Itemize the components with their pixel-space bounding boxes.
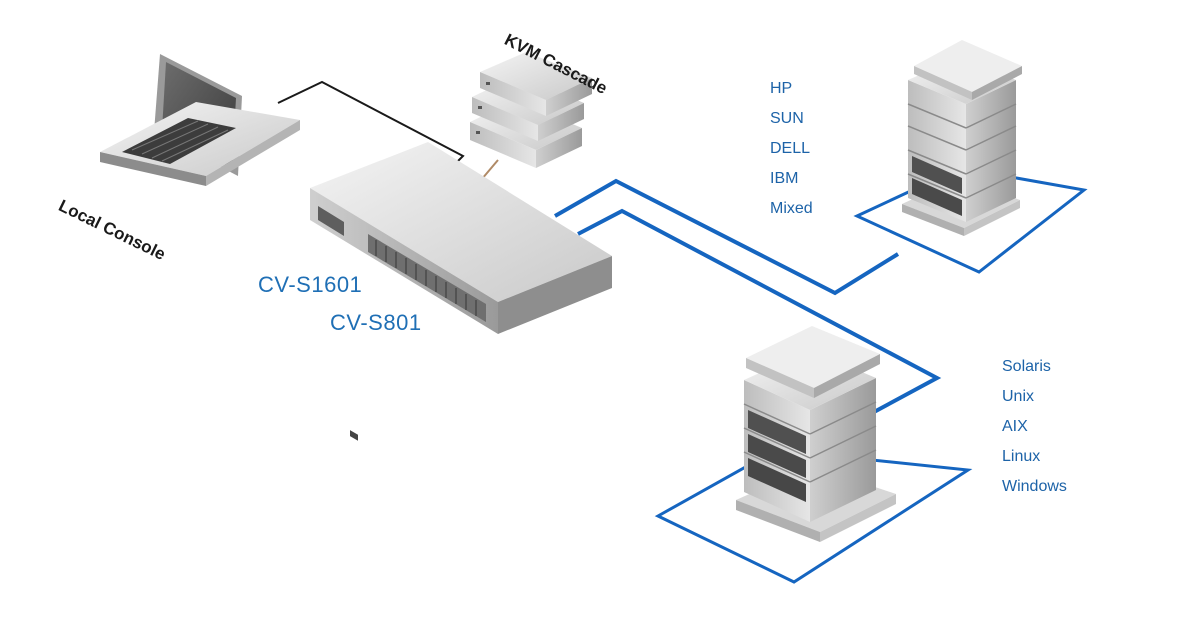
os-item: Windows [1002,478,1067,495]
server-rack-icon [736,326,896,542]
server-group-2-os-list: Solaris Unix AIX Linux Windows [1002,352,1067,502]
vendor-item: DELL [770,140,811,157]
os-item: AIX [1002,418,1028,435]
console-cable [277,80,465,165]
os-item: Unix [1002,388,1035,405]
link-server-group-2 [577,208,942,414]
kvm-cascade-icon [470,52,592,168]
link-server-group-1 [554,178,900,296]
kvm-switch-icon [310,142,612,441]
os-item: Linux [1002,448,1041,465]
server-rack-icon [902,40,1022,236]
server-group-1-vendor-list: HP SUN DELL IBM Mixed [770,74,813,224]
vendor-item: Mixed [770,200,813,217]
vendor-item: SUN [770,110,804,127]
vendor-item: HP [770,80,793,97]
model-cv-s1601-label: CV-S1601 [258,272,363,297]
vendor-item: IBM [770,170,799,187]
model-cv-s801-label: CV-S801 [330,310,422,335]
cables [277,80,942,414]
laptop-icon [100,54,300,186]
server-group-2-frame [654,448,973,584]
os-item: Solaris [1002,358,1051,375]
